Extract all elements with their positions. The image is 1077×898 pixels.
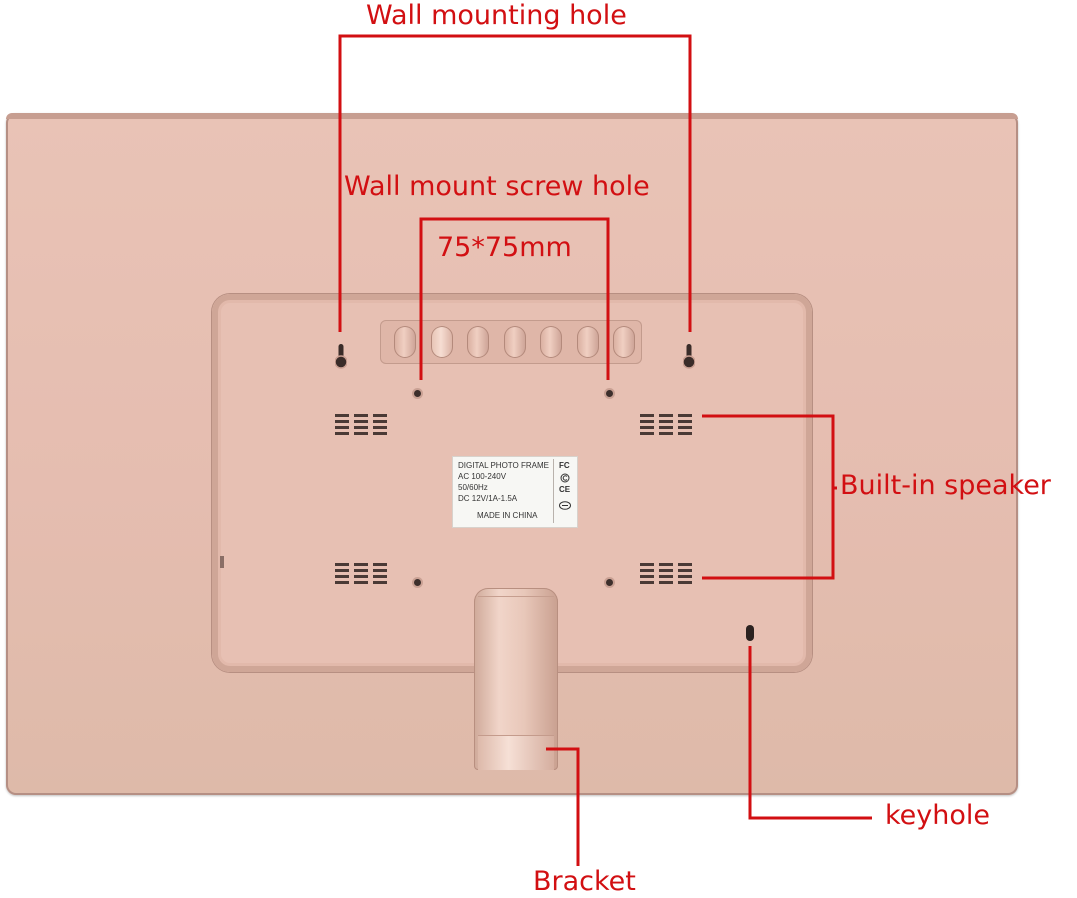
- sticker-line-product: DIGITAL PHOTO FRAME: [458, 461, 549, 470]
- control-button-3[interactable]: [467, 326, 489, 358]
- screw-hole-top-left: [414, 390, 421, 397]
- rating-label-sticker: DIGITAL PHOTO FRAME AC 100-240V 50/60Hz …: [452, 456, 578, 528]
- speaker-grille-bottom-left: [335, 563, 387, 584]
- recycle-c-icon: [560, 473, 570, 483]
- callout-built-in-speaker: Built-in speaker: [840, 470, 1051, 501]
- control-button-6[interactable]: [577, 326, 599, 358]
- leader-wall-mount-screw-hole: [419, 217, 610, 380]
- callout-keyhole: keyhole: [885, 800, 991, 831]
- fc-mark: FC: [559, 461, 570, 470]
- callout-wall-mount-screw-hole: Wall mount screw hole: [344, 171, 650, 202]
- speaker-grille-bottom-right: [640, 563, 692, 584]
- sticker-divider: [553, 459, 554, 523]
- callout-vesa-size: 75*75mm: [437, 232, 572, 263]
- leader-bracket: [546, 747, 580, 866]
- leader-wall-mounting-hole: [338, 34, 692, 332]
- leader-built-in-speaker: [702, 414, 835, 580]
- frame-top-rim: [6, 113, 1018, 119]
- speaker-grille-top-right: [640, 414, 692, 435]
- sticker-line-frequency: 50/60Hz: [458, 483, 488, 492]
- control-button-1[interactable]: [394, 326, 416, 358]
- control-button-4[interactable]: [504, 326, 526, 358]
- screw-hole-bottom-right: [606, 579, 613, 586]
- sticker-line-ac-input: AC 100-240V: [458, 472, 507, 481]
- sticker-line-dc-output: DC 12V/1A-1.5A: [458, 494, 518, 503]
- bracket-hinge-line: [478, 596, 554, 607]
- ce-mark: CE: [559, 485, 571, 494]
- wall-mounting-hole-right: [683, 344, 695, 369]
- compliance-icon: [559, 501, 571, 510]
- control-button-2[interactable]: [431, 326, 453, 358]
- keyhole-slot: [746, 625, 754, 641]
- callout-wall-mounting-hole: Wall mounting hole: [366, 0, 627, 31]
- sticker-line-origin: MADE IN CHINA: [477, 511, 538, 520]
- callout-bracket: Bracket: [533, 866, 636, 897]
- control-button-5[interactable]: [540, 326, 562, 358]
- leader-keyhole: [748, 646, 872, 820]
- wall-mounting-hole-left: [335, 344, 347, 369]
- bracket-foot: [478, 735, 554, 770]
- side-port: [220, 556, 224, 568]
- screw-hole-bottom-left: [414, 579, 421, 586]
- speaker-grille-top-left: [335, 414, 387, 435]
- screw-hole-top-right: [606, 390, 613, 397]
- control-button-7[interactable]: [613, 326, 635, 358]
